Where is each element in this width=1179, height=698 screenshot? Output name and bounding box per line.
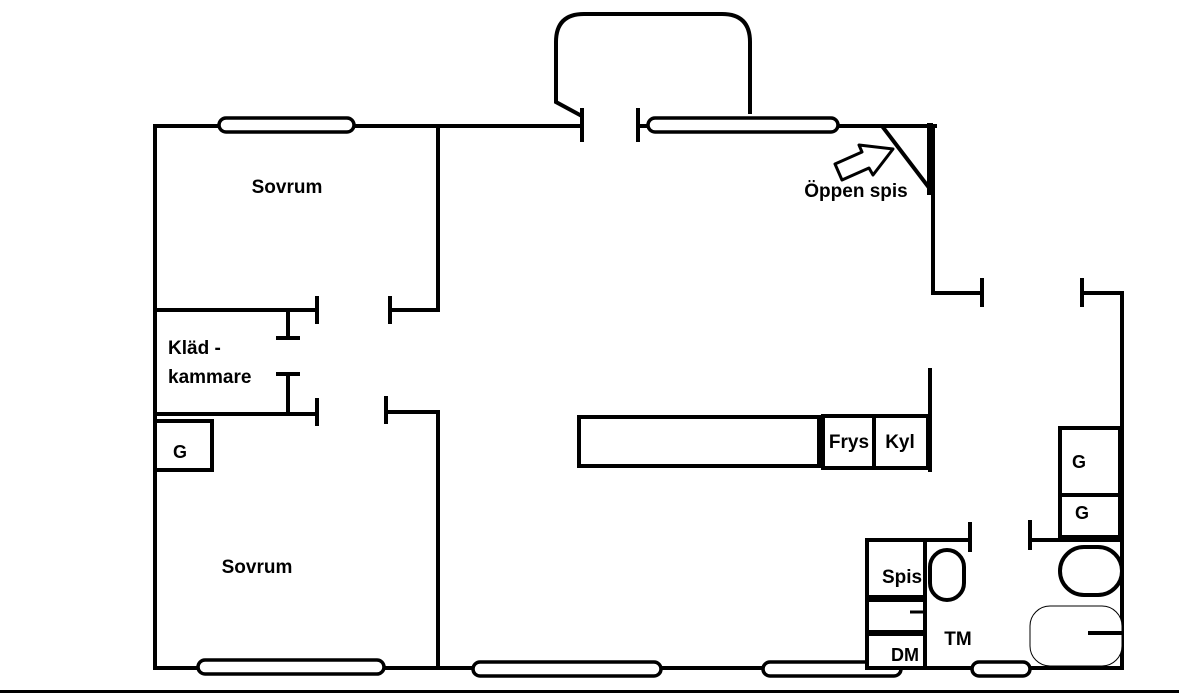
closet-label-line1: Kläd - <box>168 338 221 359</box>
window <box>646 116 840 134</box>
dishwasher: DM <box>865 632 927 670</box>
entrance-door <box>580 108 640 142</box>
outer-walls <box>153 124 1124 670</box>
kitchen-counter <box>577 415 821 468</box>
window <box>471 660 663 678</box>
entrance-porch <box>554 12 752 118</box>
windows <box>196 116 1032 678</box>
bathtub <box>1029 605 1123 667</box>
freezer-label: Frys <box>829 432 869 453</box>
arrow-icon <box>833 143 895 182</box>
fridge-label: Kyl <box>885 432 915 453</box>
wardrobe-right-top-label: G <box>1072 452 1086 472</box>
wardrobe-right-bottom-label: G <box>1075 503 1089 523</box>
stove: Spis <box>865 538 927 599</box>
stove-label: Spis <box>882 567 922 588</box>
kitchen-cabinet <box>865 598 927 634</box>
dishwasher-label: DM <box>891 645 919 665</box>
bedroom-top-label: Sovrum <box>252 177 323 198</box>
window <box>970 660 1032 678</box>
window <box>217 116 356 134</box>
toilet <box>928 548 966 602</box>
closet-label-line2: kammare <box>168 367 251 388</box>
wardrobe-left: G <box>153 419 214 472</box>
freezer: Frys <box>821 414 876 470</box>
wardrobe-right-top: G <box>1058 426 1122 497</box>
window <box>196 658 386 676</box>
sink <box>1058 545 1124 597</box>
fridge: Kyl <box>872 414 930 470</box>
fireplace-label: Öppen spis <box>804 181 907 202</box>
bedroom-bottom-label: Sovrum <box>222 557 293 578</box>
baseline-rule <box>0 690 1179 693</box>
wardrobe-left-label: G <box>173 442 187 462</box>
washing-machine-label: TM <box>944 629 971 650</box>
wardrobe-right-bottom: G <box>1058 493 1122 539</box>
fireplace <box>833 123 935 199</box>
interior-walls <box>153 124 1124 667</box>
